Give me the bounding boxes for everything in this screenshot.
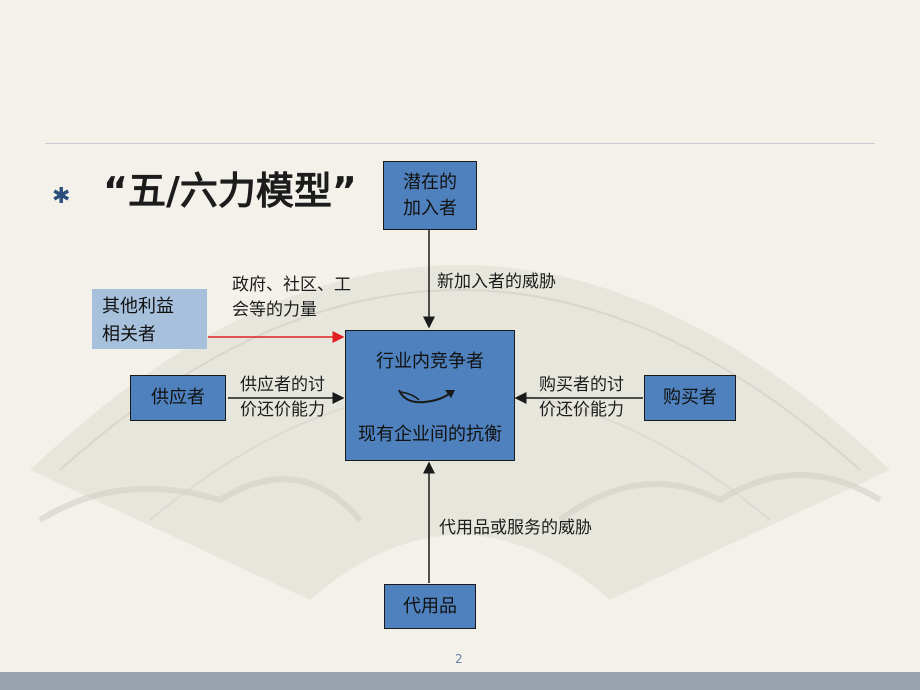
stakeholders-line1: 其他利益 <box>102 296 174 317</box>
government-label-line1: 政府、社区、工 <box>232 275 351 295</box>
buyer-power-line1: 购买者的讨 <box>539 375 624 395</box>
slide-title: “五/六力模型” <box>103 169 357 213</box>
footer-bar <box>0 672 920 690</box>
industry-competitors-box <box>345 330 515 461</box>
substitutes-box: 代用品 <box>384 584 476 629</box>
center-label-top: 行业内竞争者 <box>376 351 484 372</box>
stakeholders-line2: 相关者 <box>102 324 156 345</box>
potential-entrants-line1: 潜在的 <box>403 171 457 193</box>
entrant-threat-label: 新加入者的威胁 <box>437 272 556 292</box>
bullet-icon: ✱ <box>52 184 71 209</box>
potential-entrants-box: 潜在的 加入者 <box>383 161 477 230</box>
other-stakeholders-box: 其他利益 相关者 <box>92 289 207 349</box>
title-divider <box>45 143 875 144</box>
supplier-power-line2: 价还价能力 <box>240 400 325 420</box>
suppliers-box: 供应者 <box>130 375 226 421</box>
potential-entrants-line2: 加入者 <box>403 197 457 219</box>
substitute-threat-label: 代用品或服务的威胁 <box>439 518 592 538</box>
rivalry-swirl-icon <box>398 389 455 404</box>
supplier-power-line1: 供应者的讨 <box>240 375 325 395</box>
page-number: 2 <box>455 652 463 666</box>
buyers-box: 购买者 <box>644 375 736 421</box>
center-label-bottom: 现有企业间的抗衡 <box>358 424 502 445</box>
government-label-line2: 会等的力量 <box>232 300 317 320</box>
buyer-power-line2: 价还价能力 <box>539 400 624 420</box>
